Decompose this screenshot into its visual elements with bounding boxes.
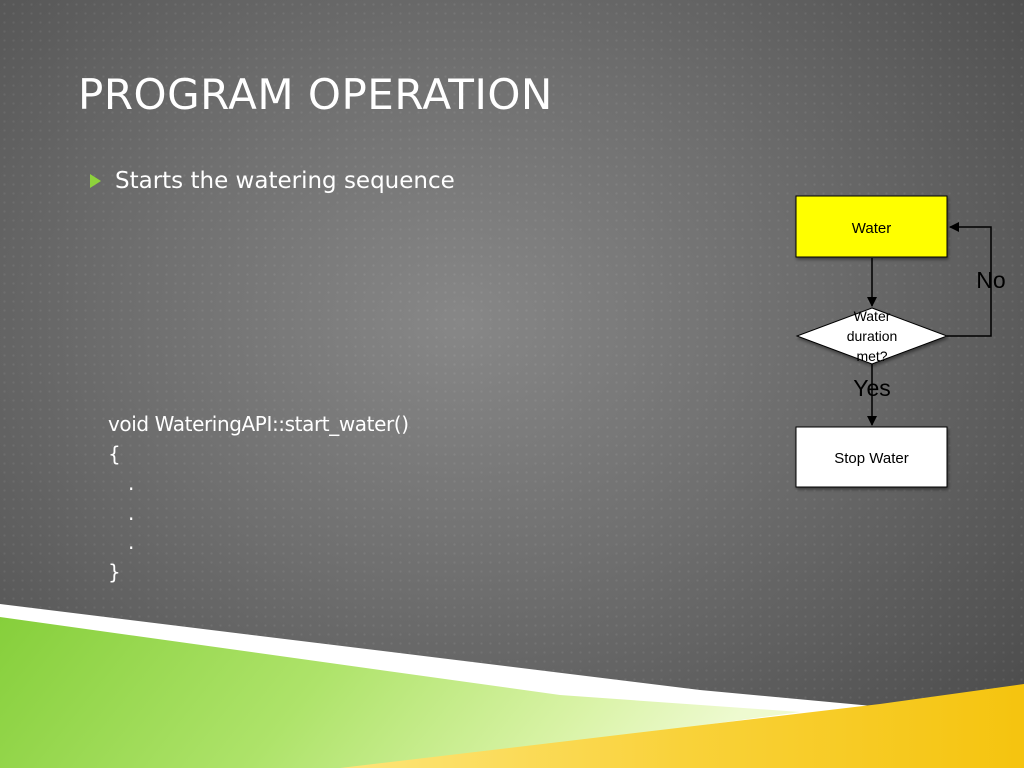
slide-title: PROGRAM OPERATION: [78, 70, 553, 119]
code-line-signature: void WateringAPI::start_water(): [108, 412, 409, 436]
yellow-wedge: [340, 684, 1024, 768]
code-line-ellipsis: .: [128, 471, 134, 495]
code-snippet: void WateringAPI::start_water() { . . . …: [108, 410, 409, 587]
code-line-close-brace: }: [108, 559, 121, 584]
stop-node-label: Stop Water: [834, 450, 908, 467]
decision-label-line-2: duration: [847, 328, 898, 344]
edge-label-no: No: [976, 267, 1005, 293]
code-line-open-brace: {: [108, 441, 121, 466]
water-process-node: Water: [795, 195, 948, 258]
watering-flowchart: Water Water duration met? No Yes Stop Wa…: [795, 195, 1006, 488]
triangle-right-icon: [90, 174, 101, 188]
edge-label-yes: Yes: [853, 375, 891, 401]
arrow-no-loop: [947, 222, 992, 337]
decision-label-line-1: Water: [854, 308, 891, 324]
code-line-ellipsis: .: [128, 530, 134, 554]
stop-water-node: Stop Water: [795, 426, 948, 488]
bullet-text: Starts the watering sequence: [115, 168, 455, 194]
green-wedge: [0, 617, 800, 768]
code-line-ellipsis: .: [128, 500, 134, 525]
decision-label-line-3: met?: [856, 348, 887, 364]
water-node-label: Water: [852, 220, 891, 237]
bullet-item: Starts the watering sequence: [90, 168, 455, 194]
